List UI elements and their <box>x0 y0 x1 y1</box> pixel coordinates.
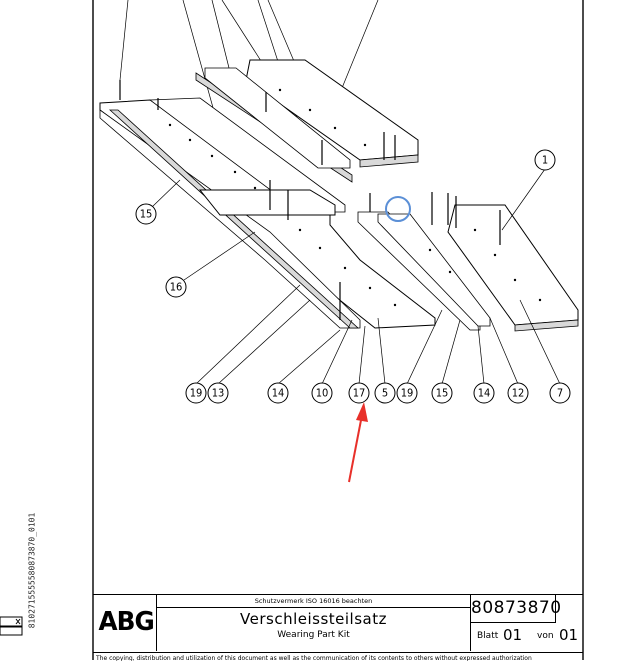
callout-1: 1 <box>534 149 556 171</box>
callout-15-lower: 15 <box>431 382 453 404</box>
svg-text:16: 16 <box>170 281 183 294</box>
svg-text:10: 10 <box>316 387 329 400</box>
svg-text:15: 15 <box>140 208 153 221</box>
drawing-title: Verschleissteilsatz <box>240 610 387 628</box>
drawing-subtitle: Wearing Part Kit <box>277 630 350 640</box>
window-icon <box>0 616 23 636</box>
leader-lines <box>151 168 561 385</box>
sheet-number: 01 <box>503 626 523 644</box>
logo-cell: ABG <box>93 595 157 651</box>
of-label: von <box>537 631 554 641</box>
total-sheets: 01 <box>559 626 579 644</box>
upper-plate-assembly <box>195 59 419 183</box>
callout-14-b: 14 <box>473 382 495 404</box>
svg-text:19: 19 <box>190 387 203 400</box>
side-document-code: 8102715555580873870_0101 <box>27 512 37 629</box>
callout-19-b: 19 <box>396 382 418 404</box>
bolt-holes <box>168 88 542 307</box>
callout-15-upper: 15 <box>135 203 157 225</box>
drawing-number: 80873870 <box>471 595 561 623</box>
svg-text:7: 7 <box>557 387 563 400</box>
svg-text:15: 15 <box>436 387 449 400</box>
callout-16: 16 <box>165 276 187 298</box>
svg-text:5: 5 <box>382 387 388 400</box>
svg-text:12: 12 <box>512 387 525 400</box>
callout-7: 7 <box>549 382 571 404</box>
highlight-marker-circle <box>385 196 411 222</box>
title-block: ABG Schutzvermerk ISO 16016 beachten Ver… <box>93 594 583 661</box>
callout-17: 17 <box>348 382 370 404</box>
company-logo: ABG <box>98 607 154 637</box>
callout-10: 10 <box>311 382 333 404</box>
svg-text:14: 14 <box>478 387 491 400</box>
svg-text:1: 1 <box>542 154 548 167</box>
callout-12: 12 <box>507 382 529 404</box>
callout-13: 13 <box>207 382 229 404</box>
svg-text:17: 17 <box>353 387 366 400</box>
protection-note: Schutzvermerk ISO 16016 beachten <box>157 595 470 608</box>
main-rail-assembly <box>99 80 436 329</box>
title-cell: Schutzvermerk ISO 16016 beachten Verschl… <box>157 595 471 651</box>
sheet-label: Blatt <box>477 631 499 641</box>
callout-14-a: 14 <box>267 382 289 404</box>
callout-19-a: 19 <box>185 382 207 404</box>
svg-text:14: 14 <box>272 387 285 400</box>
footer-note: The copying, distribution and utilizatio… <box>93 652 583 661</box>
svg-text:13: 13 <box>212 387 225 400</box>
number-cell: 80873870 Blatt 01 von 01 <box>471 595 583 651</box>
svg-text:19: 19 <box>401 387 414 400</box>
callout-5: 5 <box>374 382 396 404</box>
sheet-info: Blatt 01 von 01 <box>471 622 583 651</box>
red-annotation-arrow <box>348 402 368 483</box>
